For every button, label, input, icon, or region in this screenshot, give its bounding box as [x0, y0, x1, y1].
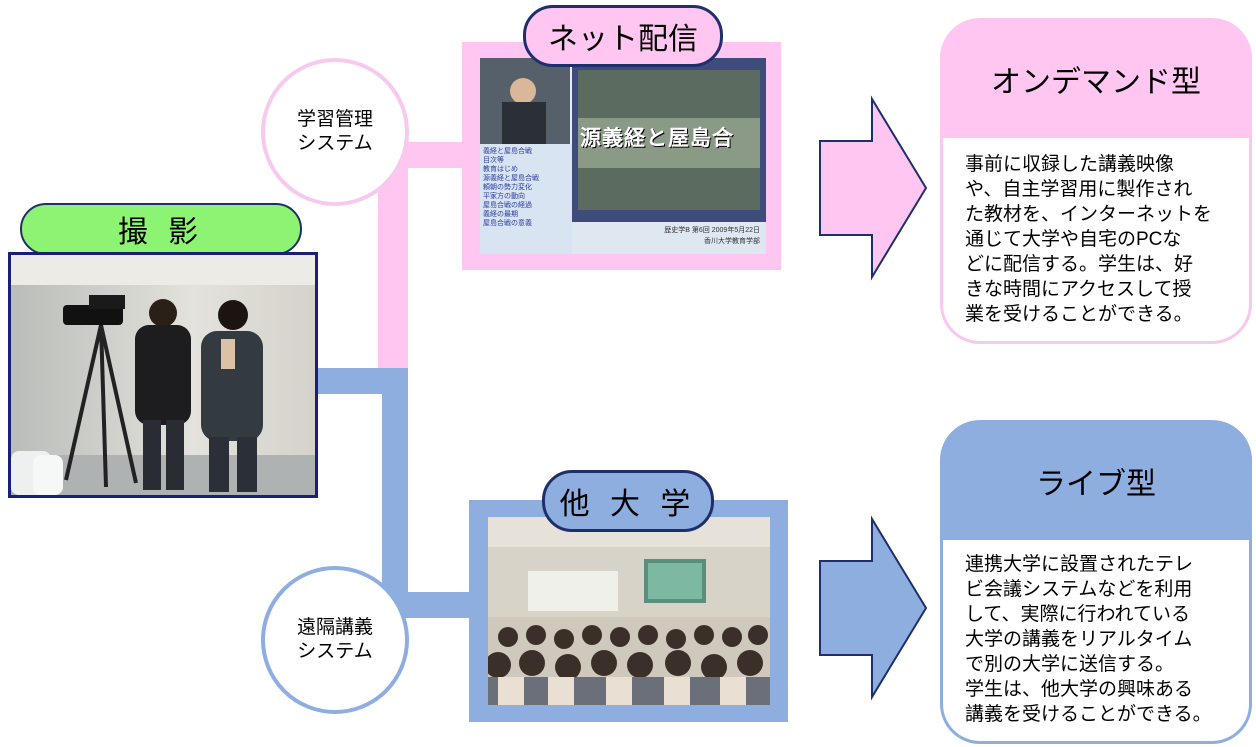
filming-photo	[8, 252, 318, 498]
ondemand-line: きな時間にアクセスして授	[965, 279, 1192, 300]
index-line: 目次等	[483, 157, 504, 164]
slide-area: 源義経と屋島合	[572, 58, 766, 222]
index-line: 平家方の動向	[483, 193, 525, 200]
live-line: 学生は、他大学の興味ある	[965, 679, 1194, 700]
filming-scene-illustration	[11, 255, 315, 495]
circle-line: システム	[297, 641, 373, 662]
net-delivery-label: ネット配信	[523, 5, 723, 67]
slide-footer: 歴史学B 第6回 2009年5月22日 香川大学教育学部	[572, 222, 766, 254]
live-line: 講義を受けることができる。	[965, 704, 1212, 725]
circle-line: 学習管理	[296, 109, 373, 130]
live-line: 連携大学に設置されたテレ	[965, 554, 1194, 575]
slide-footer-line: 歴史学B 第6回 2009年5月22日	[664, 227, 760, 234]
live-card-header: ライブ型	[940, 420, 1252, 542]
lecturer-video	[480, 58, 570, 144]
index-line: 義経と屋島合戦	[483, 148, 532, 155]
ondemand-line: 業を受けることができる。	[965, 304, 1193, 325]
live-card-body: 連携大学に設置されたテレ ビ会議システムなどを利用 して、実際に行われている 大…	[940, 540, 1252, 744]
ondemand-line: どに配信する。学生は、好	[965, 254, 1194, 275]
remote-lecture-system-circle: 遠隔講義 システム	[261, 566, 409, 714]
index-line: 屋島合戦の意義	[483, 220, 532, 227]
index-line: 源義経と屋島合戦	[483, 175, 539, 182]
index-line: 屋島合戦の経過	[483, 202, 532, 209]
live-line: 大学の講義をリアルタイム	[965, 629, 1193, 650]
arrow-to-live-icon	[819, 515, 928, 701]
slide-footer-line: 香川大学教育学部	[704, 238, 760, 245]
circle-line: 遠隔講義	[296, 617, 373, 638]
ondemand-card-body: 事前に収録した講義映像 や、自主学習用に製作され た教材を、インターネットを 通…	[940, 138, 1252, 344]
index-line: 義経の最期	[483, 211, 518, 218]
circle-line: システム	[297, 133, 373, 154]
classroom-photo	[488, 517, 770, 705]
shoot-label: 撮 影	[20, 203, 302, 255]
index-line: 頼朝の勢力変化	[483, 184, 532, 191]
live-title: ライブ型	[1036, 468, 1156, 501]
live-line: して、実際に行われている	[965, 604, 1190, 625]
classroom-illustration	[488, 517, 770, 705]
ondemand-title: オンデマンド型	[991, 66, 1201, 99]
other-university-label: 他 大 学	[542, 470, 714, 532]
ondemand-line: や、自主学習用に製作され	[965, 179, 1193, 200]
ondemand-line: 事前に収録した講義映像	[965, 154, 1175, 175]
lecture-slide-screenshot: 義経と屋島合戦 目次等 教育はじめ 源義経と屋島合戦 頼朝の勢力変化 平家方の動…	[480, 58, 766, 254]
index-line: 教育はじめ	[483, 166, 518, 173]
learning-management-system-circle: 学習管理 システム	[261, 58, 409, 206]
live-line: ビ会議システムなどを利用	[965, 579, 1193, 600]
ondemand-line: た教材を、インターネットを	[965, 204, 1213, 225]
live-line: で別の大学に送信する。	[965, 654, 1175, 675]
slide-index-list: 義経と屋島合戦 目次等 教育はじめ 源義経と屋島合戦 頼朝の勢力変化 平家方の動…	[480, 144, 572, 254]
blue-connector-vertical	[382, 368, 408, 618]
ondemand-line: 通じて大学や自宅のPCな	[965, 229, 1182, 250]
arrow-to-ondemand-icon	[819, 95, 928, 281]
ondemand-card-header: オンデマンド型	[940, 18, 1252, 140]
slide-title: 源義経と屋島合	[580, 127, 734, 150]
